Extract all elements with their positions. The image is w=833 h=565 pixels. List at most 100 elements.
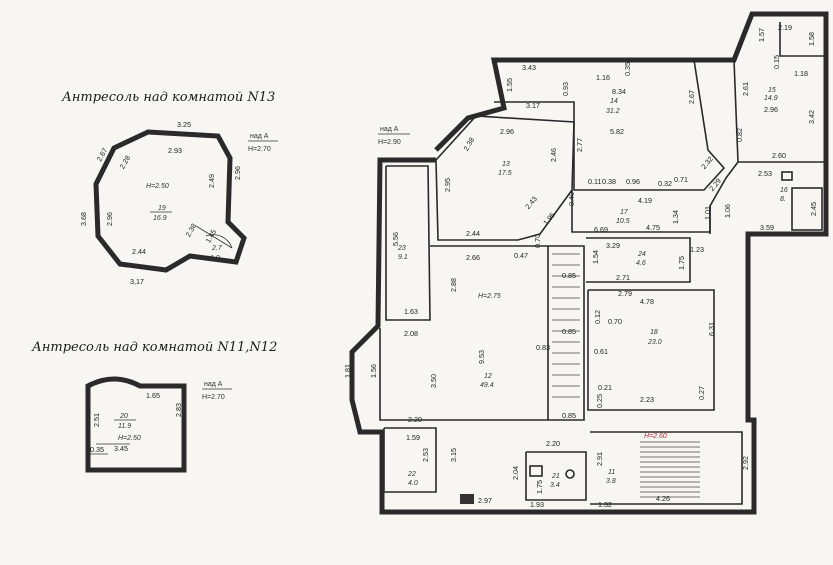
dim-label: 3.25 <box>177 120 191 129</box>
dim-label: 2.20 <box>408 415 422 424</box>
room-23-walls <box>385 165 431 321</box>
dim-label: 0.83 <box>536 343 550 352</box>
dim-label: 1.57 <box>757 28 766 42</box>
dim-label: 1.63 <box>404 307 418 316</box>
dim-label: 1.93 <box>530 500 544 509</box>
room-19-area: 16.9 <box>153 215 167 222</box>
dim-label: 2.83 <box>174 403 183 417</box>
dim-label: 1.75 <box>535 480 544 494</box>
room-18-area: 23.0 <box>647 339 662 346</box>
dim-label: 1.55 <box>505 78 514 92</box>
toilet-21 <box>565 469 575 479</box>
stair-treads <box>552 253 700 498</box>
room-14-number: 14 <box>610 98 618 105</box>
dim-label: 1.23 <box>690 245 704 254</box>
dim-label: 0.93 <box>561 82 570 96</box>
sink <box>781 171 793 181</box>
dim-label: 3.17 <box>526 101 540 110</box>
dim-label: 0.47 <box>514 251 528 260</box>
dim-label: 0.15 <box>772 55 781 69</box>
mark-over-a-1112: над А <box>204 381 223 388</box>
dim-label: 2.77 <box>575 138 584 152</box>
dim-label: 8.34 <box>612 87 626 96</box>
dim-label: 2.28 <box>117 154 132 171</box>
sink-21 <box>529 465 543 477</box>
mezzanine-11-12-plan <box>85 376 187 473</box>
dim-label: 0.38 <box>602 177 616 186</box>
dim-label: 2.66 <box>466 253 480 262</box>
mark-over-a-main: над А <box>380 126 399 133</box>
mark-height-1112: Н=2.70 <box>202 394 225 401</box>
dim-label: 0.27 <box>697 386 706 400</box>
dim-label: 2.23 <box>640 395 654 404</box>
stair-walls <box>548 245 585 421</box>
dim-label: 3.59 <box>760 223 774 232</box>
dim-label: 0.70 <box>533 234 542 248</box>
room-19a-area: 1.9 <box>210 255 220 262</box>
room-15-inner <box>779 22 826 57</box>
dim-label: 5.82 <box>610 127 624 136</box>
dim-label: 2.53 <box>421 448 430 462</box>
dim-label: 2.38 <box>183 222 198 239</box>
dim-label: 2.04 <box>511 466 520 480</box>
dim-label: 2.91 <box>595 452 604 466</box>
dim-label: 0.12 <box>593 310 602 324</box>
room-13-number: 13 <box>502 161 510 168</box>
room-24-number: 24 <box>637 251 646 258</box>
dim-label: 2.96 <box>105 212 114 226</box>
dim-label: 1.34 <box>671 210 680 224</box>
mark-height-main: Н=2.90 <box>378 139 401 146</box>
room-22-number: 22 <box>407 471 416 478</box>
dim-label: 1.58 <box>807 32 816 46</box>
mark-height-13: Н=2.70 <box>248 146 271 153</box>
dim-label: 3.42 <box>807 110 816 124</box>
room-20-number: 20 <box>119 413 128 420</box>
dim-label: 2.88 <box>449 278 458 292</box>
dim-label: 1.75 <box>677 256 686 270</box>
bathtub <box>791 187 823 231</box>
room-14-walls <box>494 59 726 191</box>
dim-label: 2.46 <box>549 148 558 162</box>
dim-label: 4.19 <box>638 196 652 205</box>
room-20-height: Н=2.50 <box>118 435 141 442</box>
dim-label: 2.60 <box>772 151 786 160</box>
dim-label: 1.81 <box>343 364 352 378</box>
room-17-number: 17 <box>620 209 629 216</box>
stove-icon <box>460 494 474 504</box>
dim-label: 9.53 <box>477 350 486 364</box>
dim-label: 0.11 <box>588 177 601 186</box>
dim-label: 1.06 <box>723 204 732 218</box>
room-18-walls <box>587 289 715 411</box>
dim-label: 2.32 <box>699 154 715 171</box>
dim-label: 1.59 <box>406 433 420 442</box>
outer-wall <box>349 11 829 515</box>
dim-label: 0.61 <box>594 347 608 356</box>
dim-label: 0.82 <box>735 128 744 142</box>
dim-label: 2.51 <box>92 413 101 427</box>
room-21-area: 3.4 <box>550 482 560 489</box>
room-23-number: 23 <box>397 245 406 252</box>
room-11-number: 11 <box>608 469 615 476</box>
dim-label: 1.65 <box>146 391 160 400</box>
room-11-area: 3.8 <box>606 478 616 485</box>
room-19-height: Н=2.50 <box>146 183 169 190</box>
dim-label: 2.08 <box>404 329 418 338</box>
dim-label: 2.96 <box>764 105 778 114</box>
dim-label: 0.96 <box>626 177 640 186</box>
main-plan-walls <box>349 11 829 515</box>
dim-label: 1.01 <box>703 206 712 220</box>
stair-height-mark: Н=2.60 <box>644 433 667 440</box>
dim-label: 1.45 <box>203 228 218 245</box>
dim-label: 2.44 <box>132 247 146 256</box>
room-15-area: 14.9 <box>764 95 778 102</box>
dim-label: 2.96 <box>233 166 242 180</box>
dim-label: 2.45 <box>809 202 818 216</box>
heading-mezzanine-11-12: Антресоль над комнатой N11,N12 <box>31 340 277 355</box>
dim-label: 2.71 <box>616 273 630 282</box>
dim-label: 6.69 <box>594 225 608 234</box>
room-21-walls <box>525 451 587 501</box>
room-14-area: 31.2 <box>606 108 620 115</box>
room-17-walls <box>571 190 711 233</box>
dim-label: 3,17 <box>130 277 144 286</box>
room-18-number: 18 <box>650 329 658 336</box>
